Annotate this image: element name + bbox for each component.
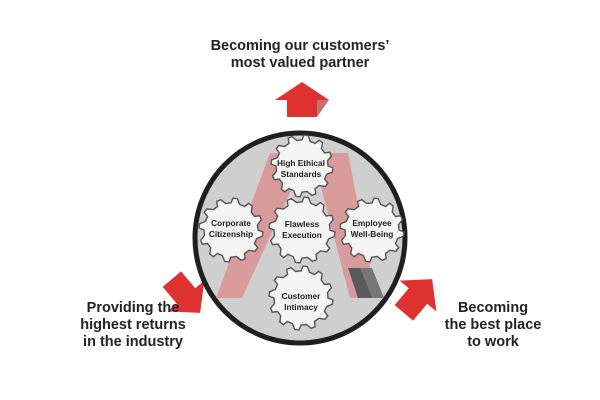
caption-right: Becoming the best place to work (418, 300, 568, 351)
caption-right-line3: to work (467, 334, 519, 350)
caption-left-line1: Providing the (86, 300, 180, 316)
gear-label-right: Employee Well-Being (335, 218, 409, 239)
gear-bottom-icon (268, 265, 334, 331)
gear-label-top-line2: Standards (280, 168, 322, 179)
gear-label-right-line1: Employee (352, 218, 392, 228)
gear-center-icon (268, 196, 336, 264)
gear-label-center: Flawless Execution (265, 219, 339, 240)
gear-top-icon (270, 134, 334, 198)
gear-label-left: Corporate Citizenship (194, 218, 268, 239)
gear-label-top-line1: High Ethical (277, 158, 325, 168)
arrow-lower-left (162, 271, 205, 313)
caption-left-line3: in the industry (83, 334, 183, 350)
gear-label-left-line2: Citizenship (208, 228, 254, 239)
gear-label-center-line1: Flawless (284, 219, 320, 229)
gear-label-right-line2: Well-Being (350, 228, 394, 239)
gear-label-bottom-line2: Intimacy (284, 301, 318, 312)
caption-top-line1: Becoming our customers’ (210, 38, 390, 54)
gear-right-icon (339, 197, 405, 263)
caption-left-line2: highest returns (80, 317, 186, 333)
gear-label-center-line2: Execution (282, 229, 322, 240)
caption-right-line2: the best place (444, 317, 542, 333)
arrow-up (275, 82, 329, 117)
gear-label-top: High Ethical Standards (264, 158, 338, 179)
gear-label-left-line1: Corporate (211, 218, 251, 228)
gear-label-bottom-line1: Customer (281, 291, 321, 301)
caption-top-line2: most valued partner (230, 55, 370, 71)
gear-label-bottom: Customer Intimacy (264, 291, 338, 312)
gear-left-icon (198, 197, 264, 263)
caption-top: Becoming our customers’ most valued part… (180, 38, 420, 72)
caption-left: Providing the highest returns in the ind… (48, 300, 218, 351)
caption-right-line1: Becoming (457, 300, 529, 316)
arrow-lower-right (394, 279, 437, 321)
